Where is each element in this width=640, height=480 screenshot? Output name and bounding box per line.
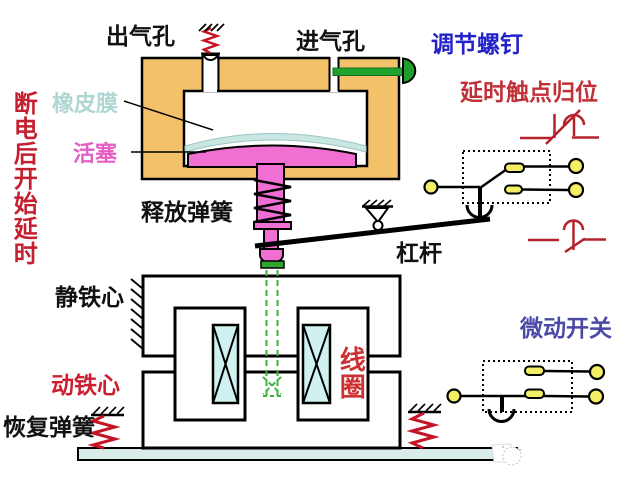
label-air-outlet: 出气孔 — [106, 23, 175, 49]
label-static-iron-core: 静铁心 — [55, 284, 124, 310]
label-piston: 活塞 — [73, 141, 118, 166]
label-adjusting-screw: 调节螺钉 — [431, 31, 523, 57]
recovery-spring-right — [406, 403, 442, 450]
delay-contact-no-icon — [528, 219, 606, 254]
label-rubber-diaphragm: 橡皮膜 — [52, 91, 119, 116]
adjusting-screw-icon — [332, 57, 417, 85]
label-moving-iron-core: 动铁心 — [51, 372, 120, 398]
hatching-anchor-icon — [409, 403, 442, 412]
label-delayed-contact-reset: 延时触点归位 — [460, 79, 598, 105]
hatching-anchor-icon — [198, 23, 225, 32]
label-power-off-delay: 断电后开始延时 — [9, 91, 37, 266]
guide-dashed-line — [262, 270, 282, 397]
label-air-inlet: 进气孔 — [296, 28, 365, 54]
label-coil: 线圈 — [336, 346, 367, 400]
micro-switch-lower-icon — [446, 360, 606, 423]
hatching-anchor-icon — [92, 406, 125, 415]
label-micro-switch: 微动开关 — [520, 315, 612, 341]
label-release-spring: 释放弹簧 — [141, 199, 233, 225]
air-outlet-port — [201, 52, 220, 92]
label-lever: 杠杆 — [396, 240, 442, 266]
label-recovery-spring: 恢复弹簧 — [3, 414, 95, 440]
pointer-lines — [123, 100, 214, 153]
delay-contact-nc-icon — [520, 109, 599, 145]
recovery-spring-left — [87, 406, 125, 450]
rubber-diaphragm — [184, 133, 367, 153]
outlet-spring-icon — [198, 23, 225, 55]
coil-left — [211, 323, 240, 405]
coil-right — [301, 323, 332, 405]
micro-switch-upper-icon — [423, 150, 585, 219]
wall-hatching — [130, 278, 144, 350]
base-plate — [77, 447, 518, 461]
watermark-blob — [491, 443, 522, 466]
lever-bar — [254, 216, 491, 249]
release-spring-coil — [253, 178, 292, 224]
fulcrum-icon — [362, 199, 393, 231]
